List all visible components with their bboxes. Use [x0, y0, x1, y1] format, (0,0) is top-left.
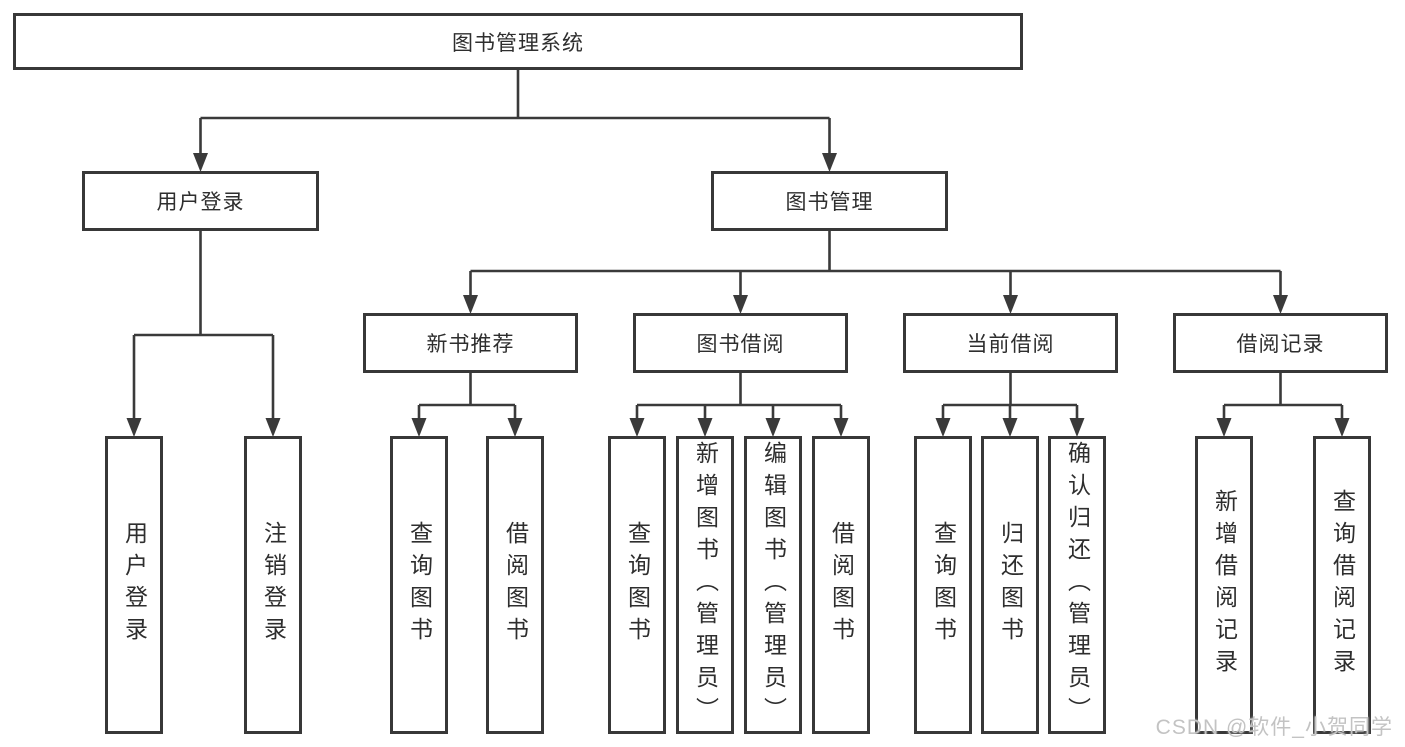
- node-user-login: 用户登录: [82, 171, 319, 231]
- leaf-bb-borrow-book: 借阅图书: [812, 436, 870, 734]
- leaf-bb-query-book: 查询图书: [608, 436, 666, 734]
- leaf-bb-add-book-admin: 新增图书（管理员）: [676, 436, 734, 734]
- node-book-management: 图书管理: [711, 171, 948, 231]
- csdn-watermark: CSDN @软件_小贺同学: [1155, 716, 1393, 739]
- leaf-br-query-record: 查询借阅记录: [1313, 436, 1371, 734]
- leaf-bb-edit-book-admin: 编辑图书（管理员）: [744, 436, 802, 734]
- leaf-nbr-query-book: 查询图书: [390, 436, 448, 734]
- leaf-logout: 注销登录: [244, 436, 302, 734]
- leaf-nbr-borrow-book: 借阅图书: [486, 436, 544, 734]
- leaf-br-add-record: 新增借阅记录: [1195, 436, 1253, 734]
- leaf-user-login: 用户登录: [105, 436, 163, 734]
- leaf-cb-return-book: 归还图书: [981, 436, 1039, 734]
- node-book-borrowing: 图书借阅: [633, 313, 848, 373]
- node-borrowing-records: 借阅记录: [1173, 313, 1388, 373]
- node-new-book-recommendation: 新书推荐: [363, 313, 578, 373]
- leaf-cb-confirm-return-admin: 确认归还（管理员）: [1048, 436, 1106, 734]
- node-current-borrowing: 当前借阅: [903, 313, 1118, 373]
- leaf-cb-query-book: 查询图书: [914, 436, 972, 734]
- node-root: 图书管理系统: [13, 13, 1023, 70]
